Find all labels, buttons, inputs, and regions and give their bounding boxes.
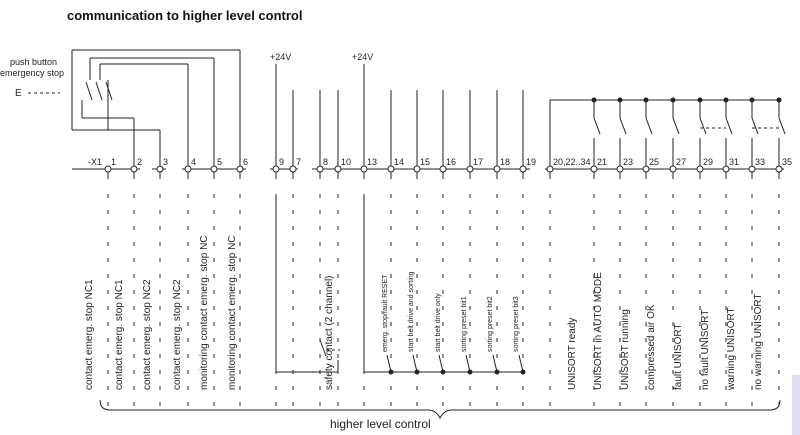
signal-label: no warning UNISORT bbox=[753, 293, 764, 390]
signal-label: sorting preset bit1 bbox=[461, 296, 468, 352]
terminal-number: 35 bbox=[782, 157, 792, 167]
supply-label: +24V bbox=[270, 52, 291, 62]
signal-label: emerg. stop/fault RESET bbox=[382, 274, 389, 352]
signal-label: fault UNISORT bbox=[673, 324, 684, 391]
terminal-number: 1 bbox=[111, 157, 116, 167]
signal-label: UNISORT running bbox=[620, 309, 631, 390]
signal-label: monitoring contact emerg. stop NC bbox=[199, 235, 210, 390]
terminal-number: 6 bbox=[243, 157, 248, 167]
relay-contact bbox=[593, 117, 601, 135]
terminal-number: 7 bbox=[296, 157, 301, 167]
estop-symbol: E bbox=[15, 88, 22, 99]
signal-label: safety contact (2 channel) bbox=[324, 275, 335, 390]
relay-contact bbox=[619, 117, 627, 135]
scrollbar[interactable] bbox=[792, 375, 800, 435]
safety-contact bbox=[319, 339, 327, 357]
terminal-number: 4 bbox=[191, 157, 196, 167]
terminal-number: 17 bbox=[473, 157, 483, 167]
contact bbox=[85, 81, 93, 101]
terminal-number: 8 bbox=[323, 157, 328, 167]
terminal-number: 13 bbox=[367, 157, 377, 167]
input-contact bbox=[465, 354, 471, 373]
supply-label: +24V bbox=[352, 52, 373, 62]
terminal-number: 5 bbox=[217, 157, 222, 167]
terminal-number: 23 bbox=[623, 157, 633, 167]
relay-contact bbox=[699, 117, 707, 135]
signal-label: contact emerg. stop NC1 bbox=[84, 279, 95, 390]
input-contact bbox=[518, 354, 524, 373]
terminal-strip-label: -X1 bbox=[88, 157, 102, 167]
terminal-number: 31 bbox=[729, 157, 739, 167]
signal-label: start belt drive only bbox=[435, 293, 442, 352]
footer-label: higher level control bbox=[330, 417, 431, 431]
brace bbox=[99, 399, 781, 420]
terminal-number: 33 bbox=[755, 157, 765, 167]
terminal-number: 21 bbox=[597, 157, 607, 167]
terminal-number: 29 bbox=[703, 157, 713, 167]
signal-label: UNISORT in AUTO MODE bbox=[593, 272, 604, 390]
input-contact bbox=[438, 354, 444, 373]
signal-label: compressed air OK bbox=[646, 304, 657, 390]
relay-contact bbox=[645, 117, 653, 135]
signal-label: UNISORT ready bbox=[567, 318, 578, 390]
terminal-number: 15 bbox=[420, 157, 430, 167]
terminal-number: 27 bbox=[676, 157, 686, 167]
terminal-number: 3 bbox=[163, 157, 168, 167]
terminal-number: 19 bbox=[526, 157, 536, 167]
terminal-number: 10 bbox=[341, 157, 351, 167]
terminal-number: 18 bbox=[500, 157, 510, 167]
relay-contact bbox=[751, 117, 759, 135]
terminal-number: 20,22..34 bbox=[553, 157, 591, 167]
terminal-number: 16 bbox=[446, 157, 456, 167]
contact bbox=[105, 81, 113, 101]
input-contact bbox=[412, 354, 418, 373]
input-contact bbox=[386, 354, 392, 373]
signal-label: contact emerg. stop NC1 bbox=[114, 279, 125, 390]
terminal-number: 14 bbox=[394, 157, 404, 167]
signal-label: sorting preset bit2 bbox=[487, 296, 494, 352]
relay-contact bbox=[672, 117, 680, 135]
diagram-title: communication to higher level control bbox=[67, 8, 303, 23]
terminal-number: 9 bbox=[279, 157, 284, 167]
terminal-number: 2 bbox=[137, 157, 142, 167]
signal-label: sorting preset bit3 bbox=[513, 296, 520, 352]
relay-contact bbox=[778, 117, 786, 135]
terminal-number: 25 bbox=[649, 157, 659, 167]
input-contact bbox=[492, 354, 498, 373]
signal-label: warning UNISORT bbox=[726, 307, 737, 391]
push-button-label: emergency stop bbox=[0, 68, 64, 78]
push-button-label: push button bbox=[10, 57, 57, 67]
contact bbox=[95, 81, 103, 101]
relay-contact bbox=[725, 117, 733, 135]
signal-label: start belt drive and sorting bbox=[408, 271, 415, 352]
signal-label: contact emerg. stop NC2 bbox=[172, 279, 183, 390]
signal-label: contact emerg. stop NC2 bbox=[142, 279, 153, 390]
signal-label: monitoring contact emerg. stop NC bbox=[227, 235, 238, 390]
signal-label: no fault UNISORT bbox=[700, 310, 711, 390]
